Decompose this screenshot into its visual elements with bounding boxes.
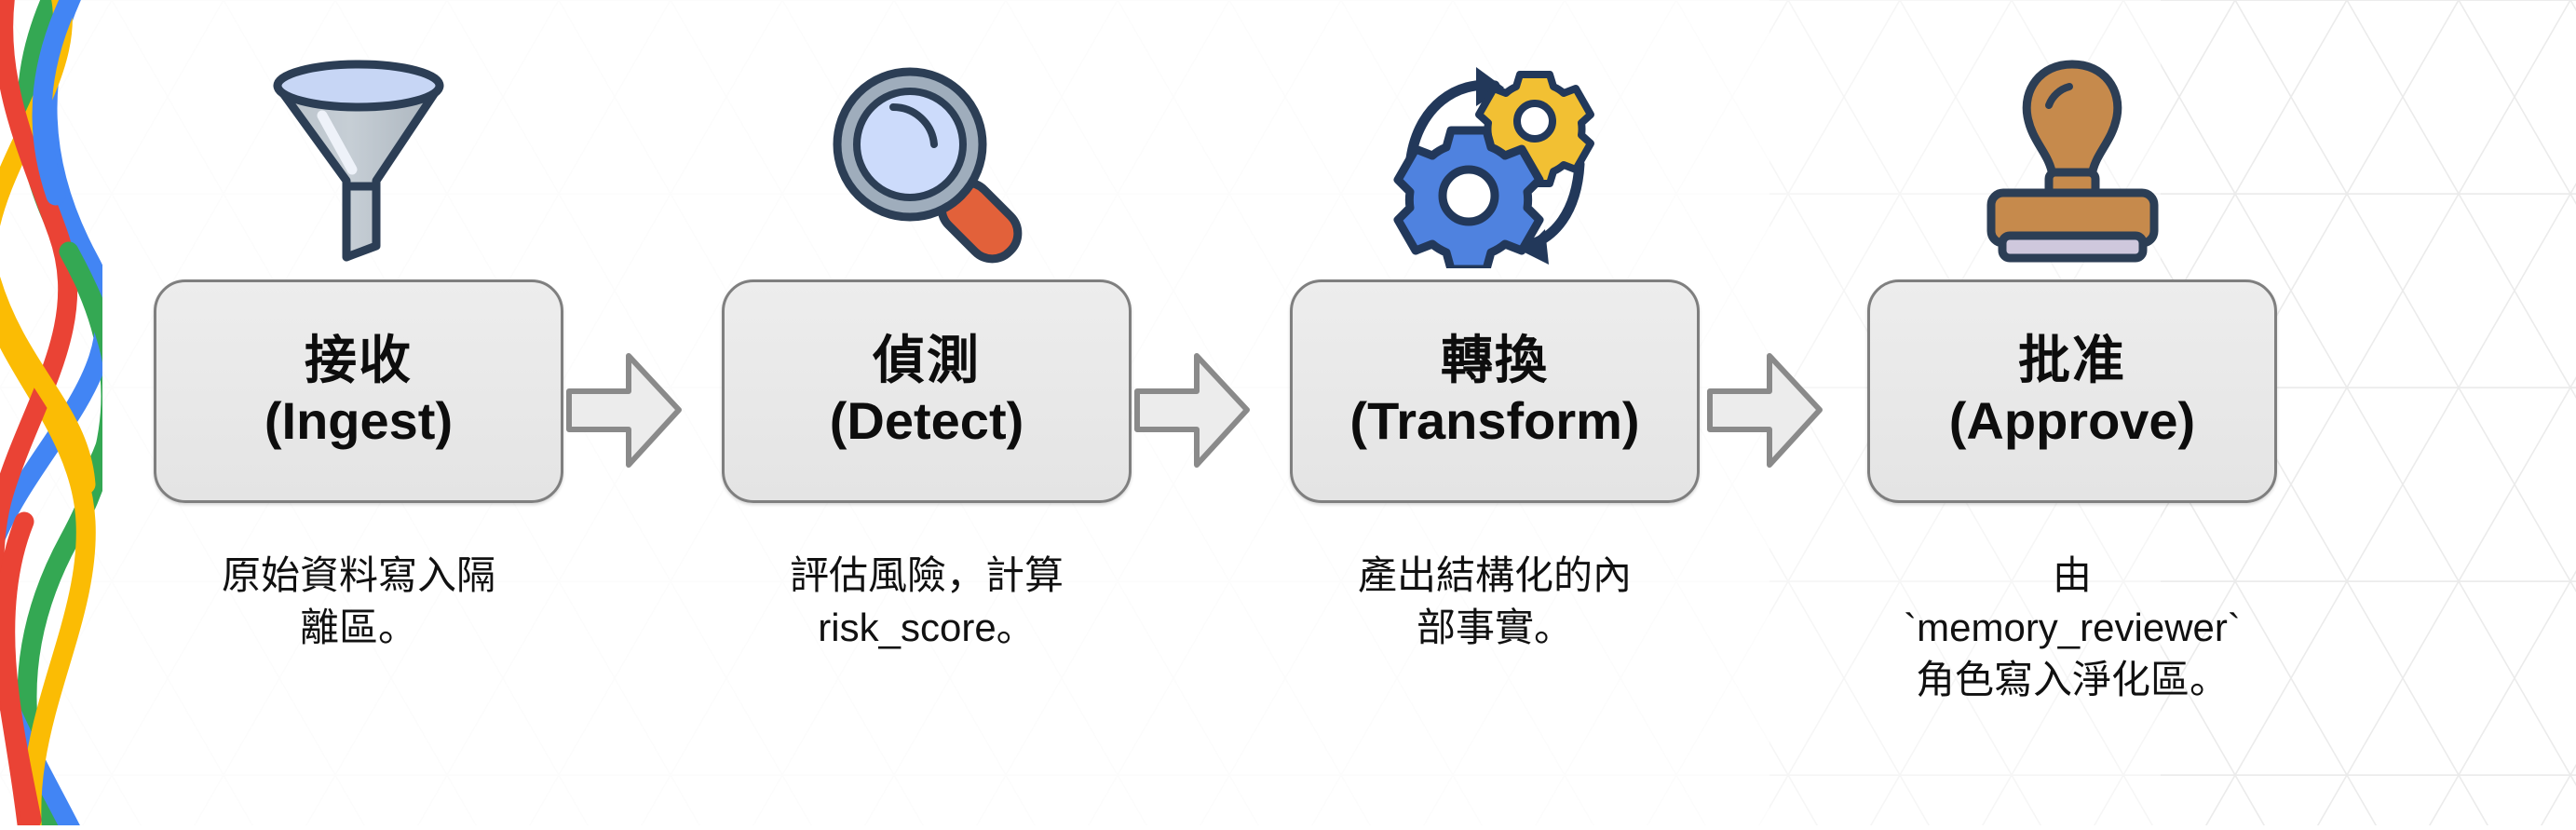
step-box-approve[interactable]: 批准 (Approve) [1867, 279, 2277, 503]
step-title-cn: 批准 [2018, 331, 2126, 390]
step-caption-detect: 評估風險，計算 risk_score。 [789, 553, 1064, 649]
arrow-ingest-to-detect [563, 343, 685, 478]
step-box-transform[interactable]: 轉換 (Transform) [1290, 279, 1700, 503]
arrow-detect-to-transform [1132, 343, 1253, 478]
braid-ribbon-blue-over [32, 0, 81, 206]
step-caption-ingest: 原始資料寫入隔 離區。 [221, 553, 495, 649]
step-caption-approve: 由 `memory_reviewer` 角色寫入淨化區。 [1904, 553, 2241, 701]
step-box-detect[interactable]: 偵測 (Detect) [722, 279, 1132, 503]
step-title-cn: 轉換 [1441, 331, 1549, 390]
magnifying-glass-icon [708, 7, 1146, 268]
step-title-en: (Transform) [1349, 391, 1640, 450]
step-approve[interactable]: 批准 (Approve) 由 `memory_reviewer` 角色寫入淨化區… [1853, 0, 2291, 825]
step-title-cn: 偵測 [873, 331, 981, 390]
step-caption-transform: 產出結構化的內 部事實。 [1357, 553, 1632, 649]
gears-cycle-icon [1276, 7, 1714, 268]
step-detect[interactable]: 偵測 (Detect) 評估風險，計算 risk_score。 [708, 0, 1146, 825]
arrow-transform-to-approve [1704, 343, 1825, 478]
step-transform[interactable]: 轉換 (Transform) 產出結構化的內 部事實。 [1276, 0, 1714, 825]
step-title-en: (Ingest) [264, 391, 454, 450]
funnel-icon [140, 7, 577, 268]
step-box-ingest[interactable]: 接收 (Ingest) [154, 279, 563, 503]
pipeline-flow: 接收 (Ingest) 原始資料寫入隔 離區。 偵測 (Detect [140, 0, 2576, 825]
rubber-stamp-icon [1853, 7, 2291, 268]
step-title-en: (Detect) [829, 391, 1024, 450]
step-title-en: (Approve) [1948, 391, 2196, 450]
step-title-cn: 接收 [305, 331, 413, 390]
google-braid-decoration [0, 0, 126, 830]
step-ingest[interactable]: 接收 (Ingest) 原始資料寫入隔 離區。 [140, 0, 577, 825]
